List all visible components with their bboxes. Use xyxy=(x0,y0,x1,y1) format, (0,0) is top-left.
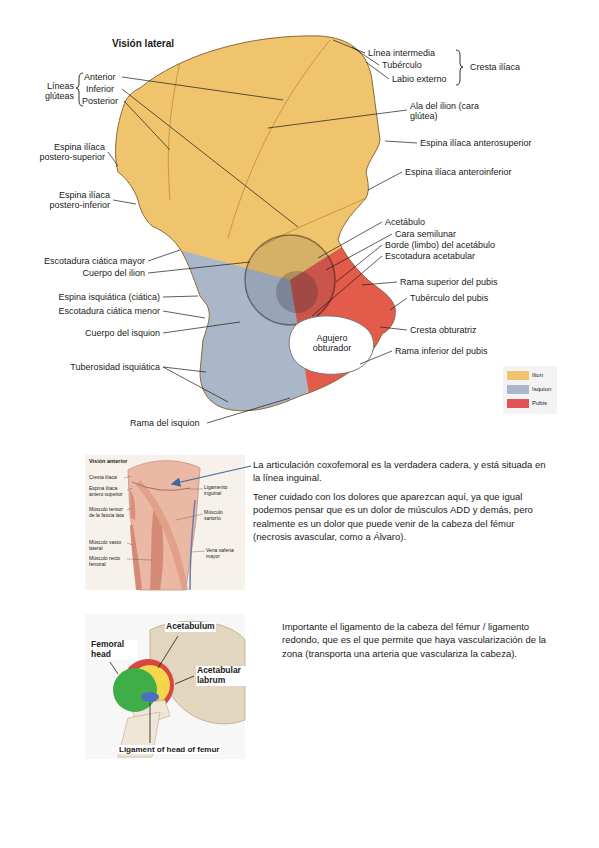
part-label: Rama superior del pubis xyxy=(400,277,498,287)
acetabulum xyxy=(245,235,335,325)
ligament-of-head xyxy=(141,692,159,702)
part-label: Cuerpo del ilion xyxy=(25,268,145,278)
part-label: Vena safena mayor xyxy=(206,548,242,560)
part-label: Ligamento inguinal xyxy=(204,485,240,497)
part-label: Rama inferior del pubis xyxy=(395,346,488,356)
part-label: Cresta ilíaca xyxy=(470,62,520,72)
note-text: La articulación coxofemoral es la verdad… xyxy=(253,458,548,485)
part-label: Escotadura ciática mayor xyxy=(25,256,145,266)
part-label: Espina isquiática (ciática) xyxy=(20,292,160,302)
part-label: Cresta obturatriz xyxy=(410,325,477,335)
legend-text: Pubis xyxy=(532,399,547,408)
part-label: Anterior xyxy=(84,72,116,82)
legend-swatch xyxy=(507,371,529,380)
image-frame xyxy=(85,614,245,759)
gluteal-line xyxy=(228,40,330,238)
part-label: Cara semilunar xyxy=(395,229,456,239)
part-label: Espina ilíaca postero-inferior xyxy=(30,190,110,211)
part-label: Tubérculo xyxy=(382,60,422,70)
bone-outline xyxy=(116,36,396,411)
part-label: Tuberosidad isquiática xyxy=(20,362,160,372)
part-label: Escotadura ciática menor xyxy=(20,306,160,316)
part-label: Inferior xyxy=(86,84,114,94)
part-label: Femoral head xyxy=(90,640,137,660)
part-label: Músculo recto femoral xyxy=(89,556,125,568)
legend-swatch xyxy=(507,399,529,408)
legend-panel xyxy=(503,366,557,414)
part-label: Acetabulum xyxy=(165,622,216,632)
muscle xyxy=(130,490,135,520)
part-label: Agujero obturador xyxy=(297,333,367,354)
muscle xyxy=(136,480,188,590)
note-text: Importante el ligamento de la cabeza del… xyxy=(282,620,557,660)
bracket xyxy=(76,73,83,106)
part-label: Espina ilíaca postero-superior xyxy=(25,142,105,163)
part-label: Borde (limbo) del acetábulo xyxy=(385,240,495,250)
part-label: Espina ilíaca anterosuperior xyxy=(420,138,532,148)
leader-line xyxy=(124,476,205,560)
part-label: Ligament of head of femur xyxy=(118,745,220,754)
part-label: Cresta ilíaca xyxy=(89,475,125,481)
muscle xyxy=(130,525,142,590)
part-label: Visión anterior xyxy=(89,458,127,464)
obturator-foramen xyxy=(289,316,373,374)
figure-title: Visión lateral xyxy=(112,38,174,50)
note-text: Tener cuidado con los dolores que aparez… xyxy=(253,490,548,543)
part-label: Músculo vasto lateral xyxy=(89,540,125,552)
part-label: Labio externo xyxy=(392,74,447,84)
legend-swatch xyxy=(507,385,529,394)
part-label: Tubérculo del pubis xyxy=(410,293,488,303)
image-frame xyxy=(85,455,245,590)
gluteal-line xyxy=(168,62,180,200)
part-label: Posterior xyxy=(82,96,118,106)
part-label: Escotadura acetabular xyxy=(385,251,475,261)
bracket xyxy=(456,50,463,85)
vein xyxy=(190,500,195,590)
part-label: Músculo sartorio xyxy=(204,510,240,522)
ilium-region xyxy=(90,20,430,440)
part-label: Línea intermedia xyxy=(368,48,435,58)
hip-bone xyxy=(90,20,430,440)
part-label: Espina ilíaca anteroinferior xyxy=(405,167,512,177)
part-label: Rama del isquion xyxy=(130,418,200,428)
part-label: Cuerpo del isquion xyxy=(20,328,160,338)
ligament xyxy=(132,482,190,490)
legend-text: Isquion xyxy=(532,385,551,394)
part-label: Espina ilíaca antero superior xyxy=(89,486,125,498)
part-label: Acetabular labrum xyxy=(196,666,250,686)
part-label: Músculo tensor de la fascia lata xyxy=(89,507,125,519)
part-label: Ala del ilion (cara glútea) xyxy=(410,101,490,122)
pointer-arrow xyxy=(172,466,251,484)
part-label: Líneas glúteas xyxy=(29,81,74,102)
acetabular-fossa xyxy=(276,271,318,313)
part-label: Acetábulo xyxy=(385,217,425,227)
legend-text: Ilion xyxy=(532,371,543,380)
